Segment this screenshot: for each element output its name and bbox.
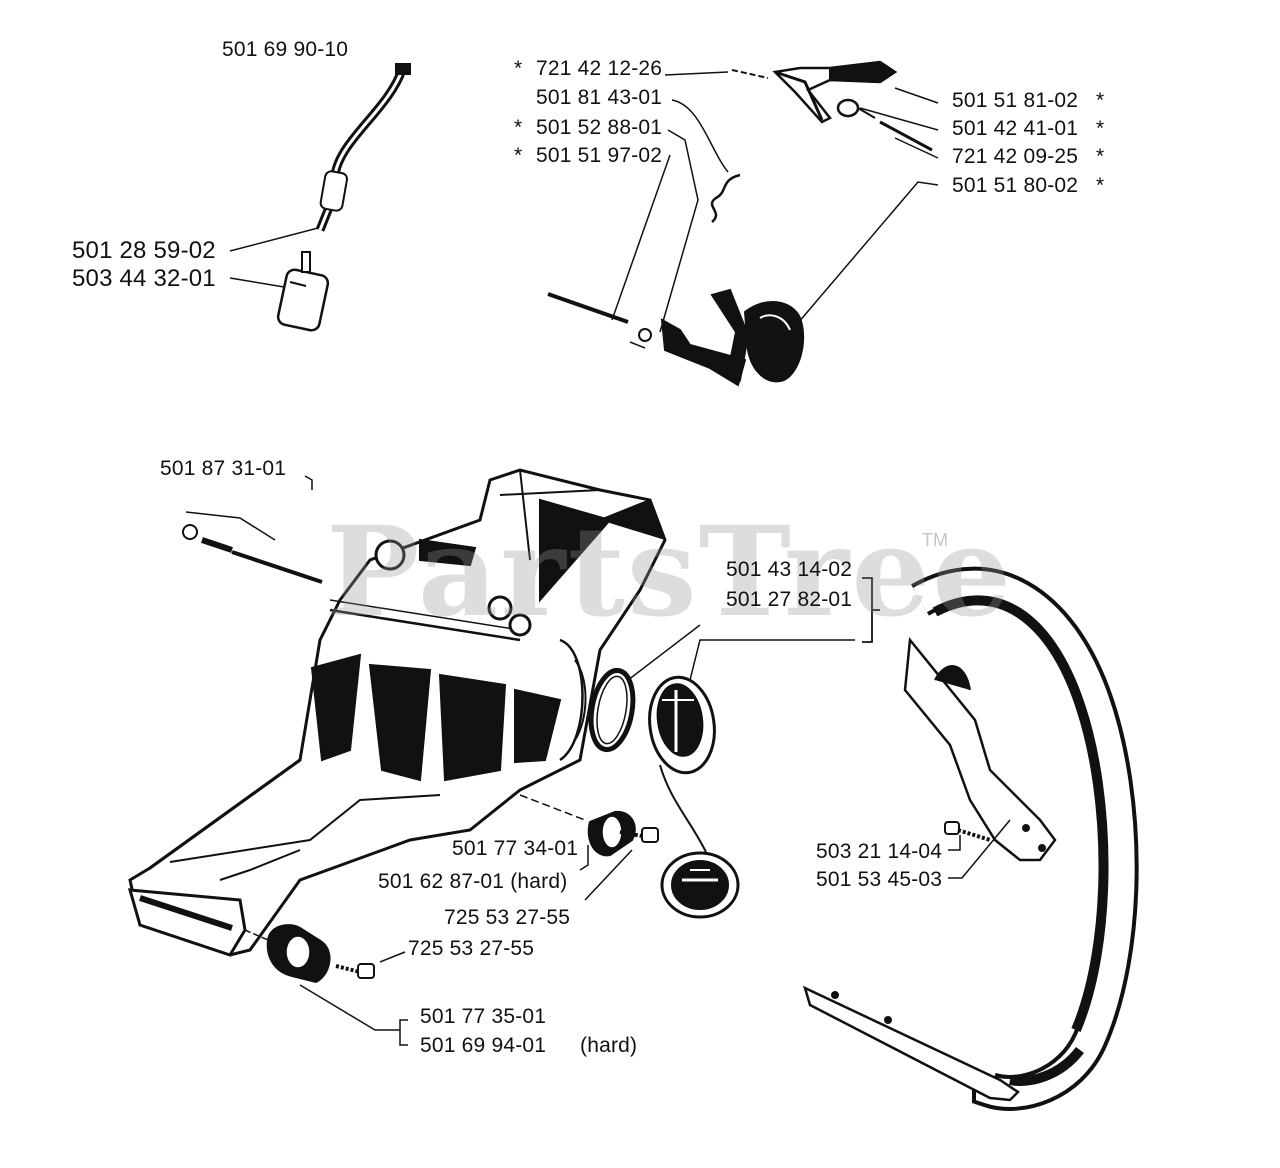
label-501-51-80-02: 501 51 80-02 xyxy=(952,174,1079,197)
label-503-44-32-01: 503 44 32-01 xyxy=(72,265,216,292)
asterisk-1: * xyxy=(514,57,523,80)
label-hard-note: (hard) xyxy=(580,1034,638,1057)
pin-drawing xyxy=(836,98,933,152)
av-screw-drawing xyxy=(619,827,659,843)
fuel-filter-drawing xyxy=(276,251,330,332)
fuel-hose-drawing xyxy=(315,63,411,232)
label-725-53-27-55-b: 725 53 27-55 xyxy=(408,937,535,960)
label-725-53-27-55-a: 725 53 27-55 xyxy=(444,906,571,929)
label-501-77-34-01: 501 77 34-01 xyxy=(452,837,579,860)
label-501-51-81-02: 501 51 81-02 xyxy=(952,89,1079,112)
trigger-lockout-drawing xyxy=(547,288,805,387)
label-501-69-94-01: 501 69 94-01 xyxy=(420,1034,547,1057)
watermark: PartsTree xyxy=(326,500,1014,645)
label-501-81-43-01: 501 81 43-01 xyxy=(536,86,663,109)
asterisk-7: * xyxy=(1096,174,1105,197)
fuel-tank-housing-drawing xyxy=(127,468,667,957)
label-501-27-82-01: 501 27 82-01 xyxy=(726,588,853,611)
front-handle-drawing xyxy=(803,566,1139,1111)
trigger-spring-drawing xyxy=(710,173,741,223)
label-721-42-09-25: 721 42 09-25 xyxy=(952,145,1079,168)
label-501-52-88-01: 501 52 88-01 xyxy=(536,116,663,139)
asterisk-6: * xyxy=(1096,145,1105,168)
av-buffer-lower-drawing xyxy=(244,924,331,984)
o-ring-drawing xyxy=(588,667,636,753)
label-501-62-87-01-hard: 501 62 87-01 (hard) xyxy=(378,870,568,893)
asterisk-2: * xyxy=(514,116,523,139)
asterisk-4: * xyxy=(1096,89,1105,112)
label-503-21-14-04: 503 21 14-04 xyxy=(816,840,943,863)
oil-cap-drawing xyxy=(660,851,740,919)
label-501-87-31-01: 501 87 31-01 xyxy=(160,457,287,480)
label-501-42-41-01: 501 42 41-01 xyxy=(952,117,1079,140)
label-501-43-14-02: 501 43 14-02 xyxy=(726,558,853,581)
pickup-pipe-drawing xyxy=(182,524,323,584)
label-501-51-97-02: 501 51 97-02 xyxy=(536,144,663,167)
label-721-42-12-26: 721 42 12-26 xyxy=(536,57,663,80)
asterisk-5: * xyxy=(1096,117,1105,140)
label-501-77-35-01: 501 77 35-01 xyxy=(420,1005,547,1028)
label-501-53-45-03: 501 53 45-03 xyxy=(816,868,943,891)
label-501-69-90-10: 501 69 90-10 xyxy=(222,38,349,61)
handle-screw-drawing xyxy=(944,821,991,842)
fuel-cap-drawing xyxy=(648,675,716,853)
label-501-28-59-02: 501 28 59-02 xyxy=(72,237,216,264)
av-screw-lower-drawing xyxy=(335,963,375,979)
throttle-lever-drawing xyxy=(731,60,898,124)
asterisk-3: * xyxy=(514,144,523,167)
watermark-trademark: TM xyxy=(922,530,948,550)
